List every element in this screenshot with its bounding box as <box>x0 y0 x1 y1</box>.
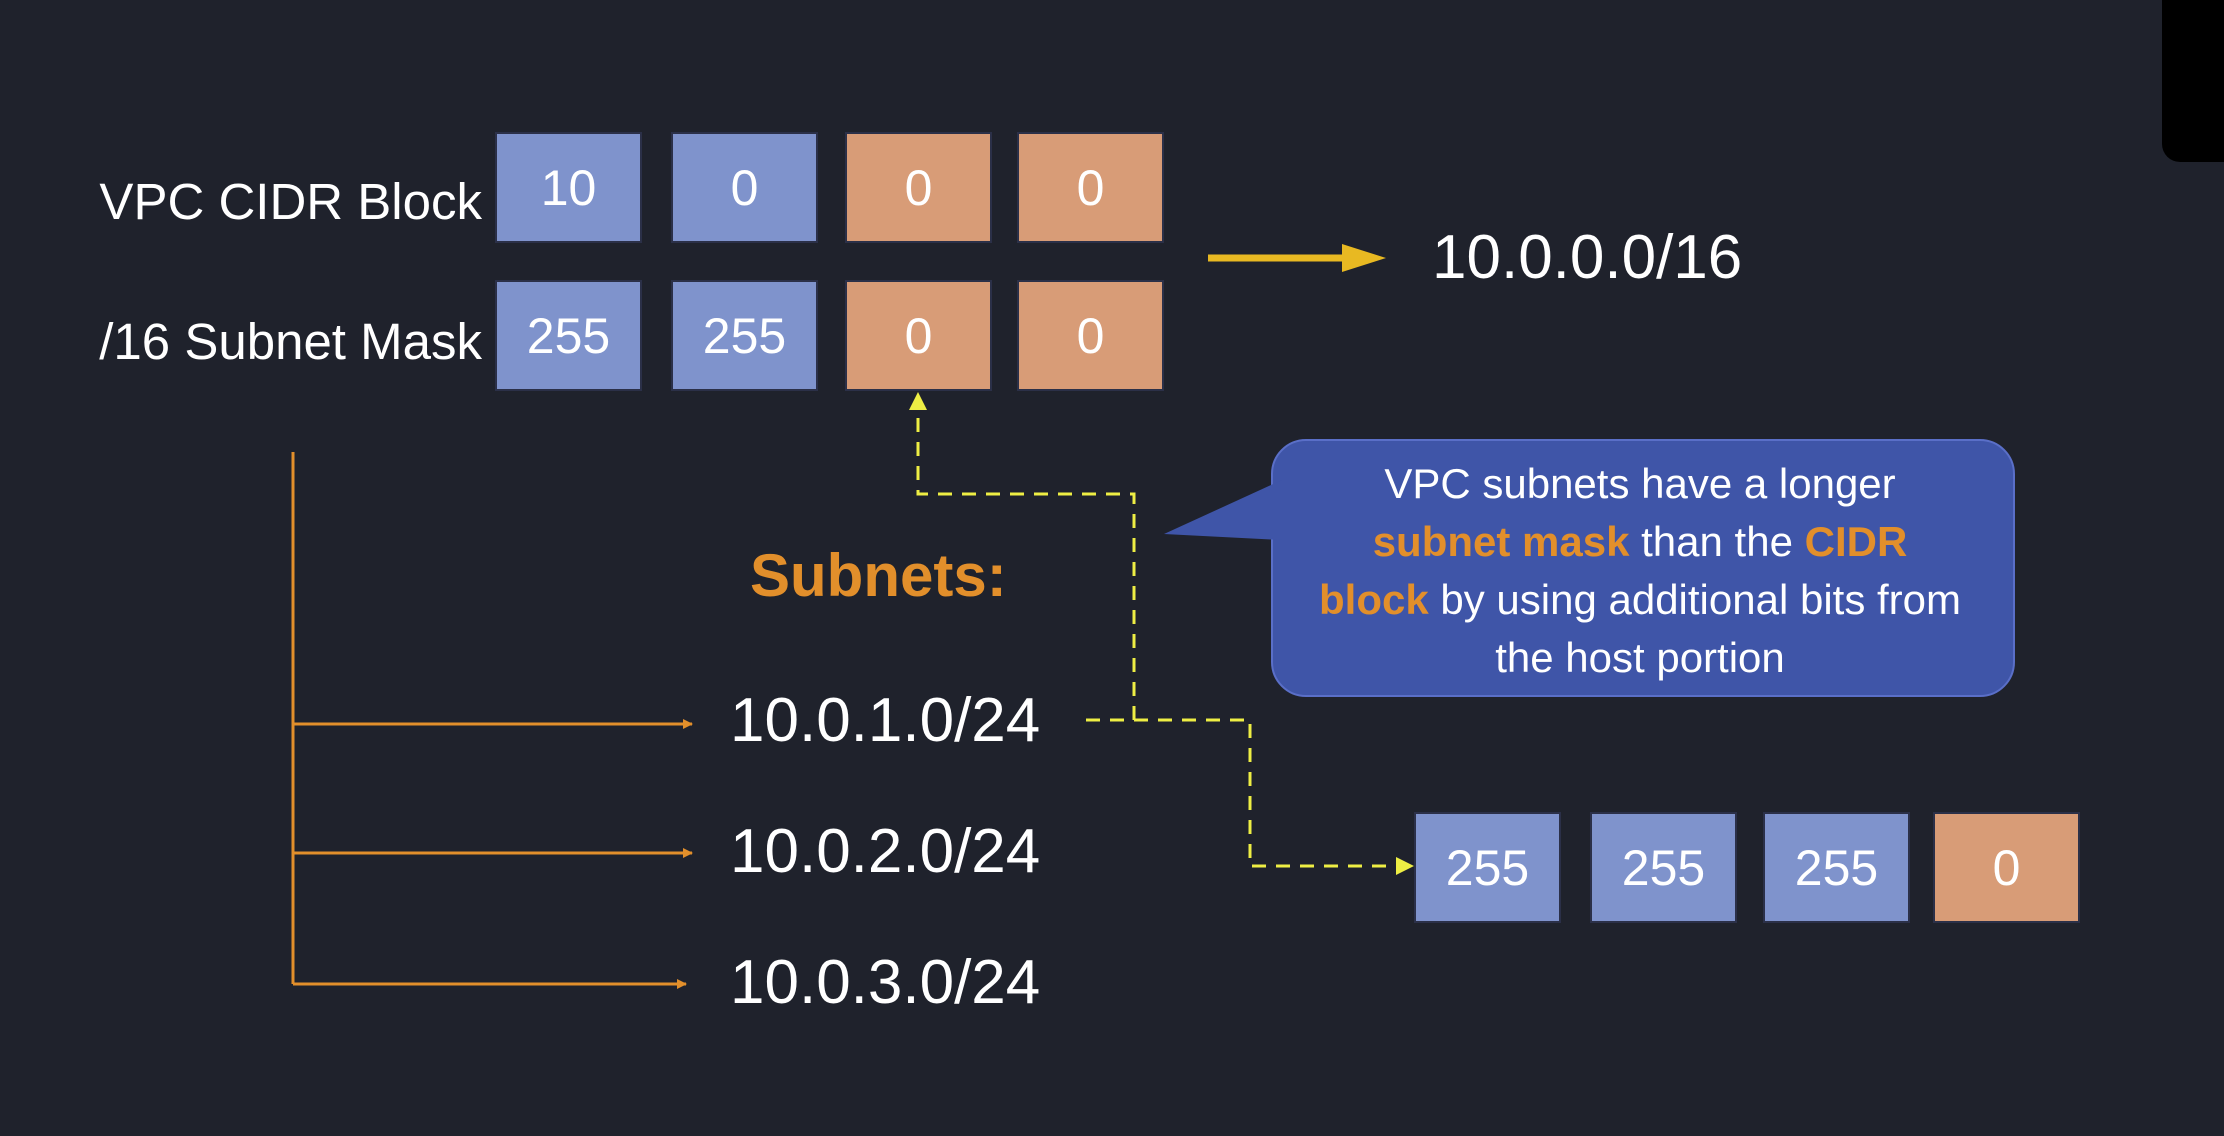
callout-text: VPC subnets have a longer subnet mask tha… <box>1290 455 1990 687</box>
subnet-mask-octet-3: 255 <box>1763 812 1910 923</box>
mask-octet-3: 0 <box>845 280 992 391</box>
subnet-item: 10.0.3.0/24 <box>730 948 1041 1017</box>
callout-highlight-subnet-mask: subnet mask <box>1372 518 1630 565</box>
mask-octet-1: 255 <box>495 280 642 391</box>
callout-bubble <box>1164 439 2015 697</box>
callout-highlight-cidr: CIDR <box>1804 518 1908 565</box>
corner-overlay <box>2162 0 2224 162</box>
dashed-arrowhead-up <box>909 392 927 410</box>
cidr-result: 10.0.0.0/16 <box>1432 223 1743 292</box>
subnet-bracket <box>291 452 693 989</box>
dashed-arrowhead-right <box>1396 857 1414 875</box>
result-arrow <box>1208 244 1386 272</box>
subnet-mask-label: /16 Subnet Mask <box>99 313 482 370</box>
subnet-mask-octet-2: 255 <box>1590 812 1737 923</box>
vpc-octet-1: 10 <box>495 132 642 243</box>
subnet-mask-octet-4: 0 <box>1933 812 2080 923</box>
callout-rest: by using additional bits from the host p… <box>1428 576 1961 681</box>
callout-mid: than the <box>1629 518 1805 565</box>
subnet-mask-octet-1: 255 <box>1414 812 1561 923</box>
mask-octet-2: 255 <box>671 280 818 391</box>
mask-octet-4: 0 <box>1017 280 1164 391</box>
callout-highlight-block: block <box>1319 576 1429 623</box>
subnets-title: Subnets: <box>750 542 1007 609</box>
subnet-item: 10.0.1.0/24 <box>730 686 1041 755</box>
vpc-octet-4: 0 <box>1017 132 1164 243</box>
dashed-connector-right <box>1086 718 1398 868</box>
vpc-cidr-label: VPC CIDR Block <box>99 173 482 230</box>
callout-line1: VPC subnets have a longer <box>1384 460 1896 507</box>
vpc-octet-2: 0 <box>671 132 818 243</box>
subnet-item: 10.0.2.0/24 <box>730 817 1041 886</box>
vpc-octet-3: 0 <box>845 132 992 243</box>
